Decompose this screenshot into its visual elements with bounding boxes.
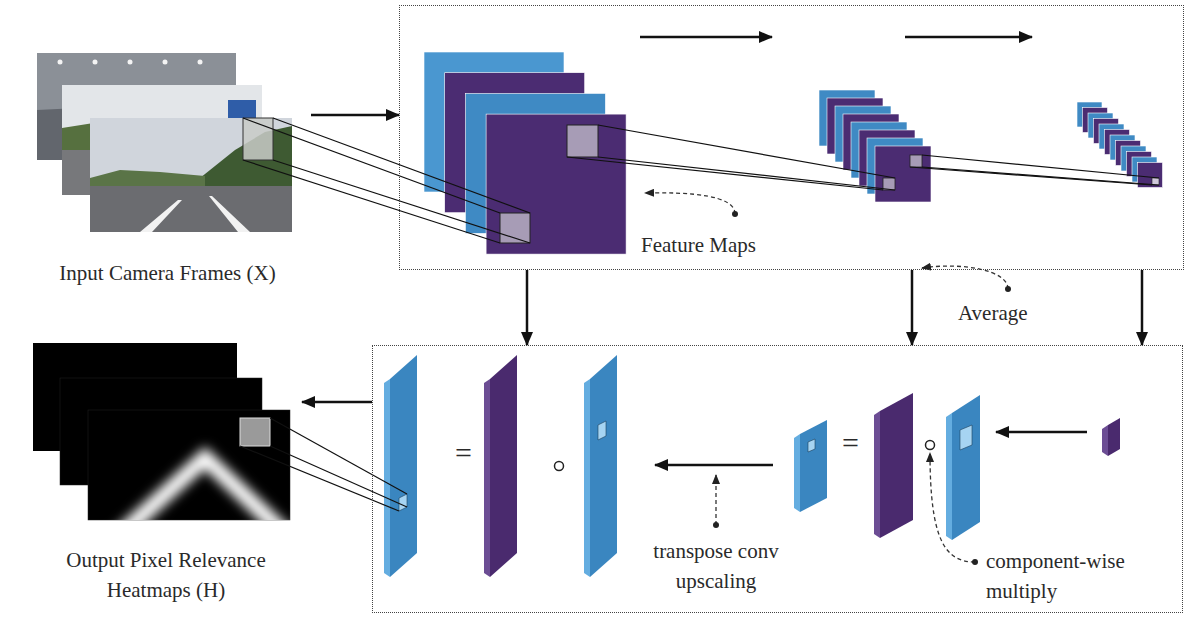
flow-connector <box>311 114 399 117</box>
equals-sign: = <box>842 428 859 458</box>
leader-dot <box>972 559 978 565</box>
flow-connector <box>911 270 914 345</box>
receptive-patch <box>240 418 270 446</box>
slab-face <box>390 355 417 577</box>
average-annotation: Average <box>958 298 1028 328</box>
slab-edge <box>484 379 490 577</box>
average-slab <box>874 393 913 538</box>
heatmap-band-group <box>115 458 290 520</box>
compose-operator <box>926 441 935 450</box>
flow-arrow <box>996 431 1087 434</box>
projection-line <box>243 160 500 243</box>
tunnel-light <box>58 60 63 65</box>
compose-operator <box>555 462 564 471</box>
slab-face <box>800 420 827 512</box>
projection-line <box>273 118 530 213</box>
front-road <box>90 186 292 232</box>
slab-face <box>590 355 617 577</box>
slab-edge <box>874 411 880 538</box>
front-frame <box>90 118 292 232</box>
slab-edge <box>1102 425 1108 456</box>
projection-line <box>270 418 407 494</box>
tunnel-light <box>198 60 203 65</box>
slab-face <box>490 355 517 577</box>
leader-dot <box>732 211 738 217</box>
receptive-patch <box>883 178 895 190</box>
projection-line <box>598 157 895 190</box>
node-caption: transpose conv upscaling <box>636 536 796 596</box>
encoder-box: Feature Maps <box>399 5 1184 270</box>
flow-connector <box>302 401 372 404</box>
slab-edge <box>584 379 590 577</box>
input-frames-group: Input Camera Frames (X) <box>30 40 311 292</box>
projection-line <box>273 160 530 243</box>
feature-stack-1 <box>424 52 626 254</box>
slab-face <box>1108 418 1120 456</box>
node-caption: Feature Maps <box>641 230 791 260</box>
lane-mark <box>140 200 182 232</box>
upscaled-slab <box>946 395 980 540</box>
projection-line <box>598 125 895 178</box>
slab-patch <box>399 494 407 511</box>
leader-dot <box>1005 286 1011 292</box>
upscaled-slab <box>584 355 617 577</box>
projection-line <box>240 446 399 511</box>
slab-patch <box>808 439 815 452</box>
lane-mark <box>209 196 250 232</box>
equals-sign: = <box>455 438 472 468</box>
relevance-slab <box>794 420 827 512</box>
tunnel-light <box>93 60 98 65</box>
slab-edge <box>794 434 800 512</box>
decoder-box: transpose conv upscaling component-wise m… <box>372 345 1183 613</box>
projection-line <box>243 118 500 213</box>
feature-map <box>875 146 931 202</box>
slab-face <box>880 393 913 538</box>
node-caption: Input Camera Frames (X) <box>30 258 305 288</box>
node-caption: Output Pixel Relevance Heatmaps (H) <box>50 545 282 605</box>
average-slab <box>1102 418 1120 456</box>
flow-connector <box>526 270 529 345</box>
projection-line <box>567 157 883 190</box>
projection-line <box>270 446 407 507</box>
leader-line <box>930 453 975 562</box>
slab-patch <box>598 421 606 440</box>
slab-patch <box>960 425 972 450</box>
output-heatmaps-group: Output Pixel Relevance Heatmaps (H) <box>30 333 302 611</box>
receptive-patch <box>243 118 273 160</box>
flow-arrow <box>640 36 772 39</box>
tunnel-light <box>163 60 168 65</box>
heatmap-band <box>115 458 290 520</box>
receptive-patch <box>910 155 922 167</box>
flow-arrow <box>905 36 1032 39</box>
relevance-slab <box>384 355 417 577</box>
slab-face <box>952 395 980 540</box>
slab-edge <box>384 379 390 577</box>
tunnel-light <box>128 60 133 65</box>
slab-edge <box>946 413 952 540</box>
leader-dot <box>713 522 719 528</box>
projection-line <box>910 167 1152 185</box>
output-heatmaps <box>33 343 300 548</box>
road-sign <box>228 100 256 118</box>
input-frames <box>37 53 292 232</box>
receptive-patch <box>567 125 598 157</box>
flow-connector <box>1141 270 1144 345</box>
front-trees <box>90 170 205 186</box>
average-slab <box>484 355 517 577</box>
projection-line <box>922 155 1159 178</box>
leader-line <box>645 193 735 214</box>
leader-line <box>715 475 716 525</box>
node-note: component-wise multiply <box>986 546 1151 606</box>
flow-arrow <box>655 464 773 467</box>
feature-map <box>486 114 626 254</box>
